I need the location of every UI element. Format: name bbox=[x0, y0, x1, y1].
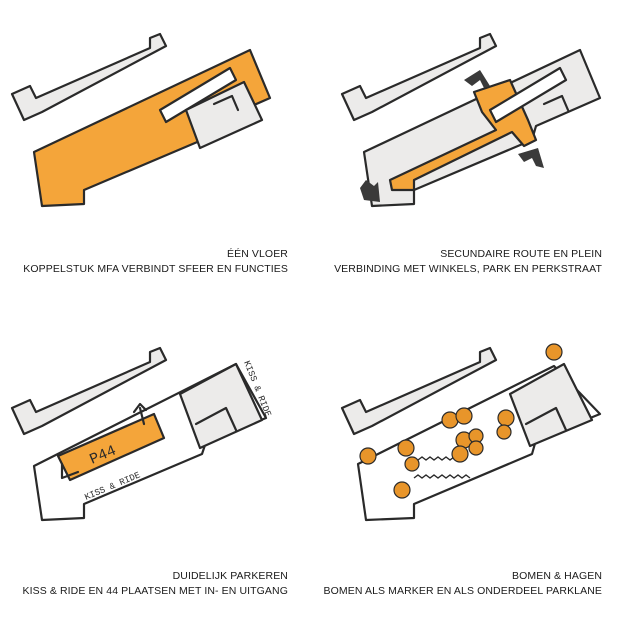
building-bar bbox=[488, 66, 568, 124]
exit-arrow-icon bbox=[132, 402, 148, 426]
entry-arrow-icon bbox=[60, 462, 80, 480]
caption-subtitle: VERBINDING MET WINKELS, PARK EN PERKSTRA… bbox=[334, 263, 602, 275]
tree bbox=[359, 447, 377, 465]
caption-title: DUIDELIJK PARKEREN bbox=[172, 570, 288, 582]
caption-subtitle: KOPPELSTUK MFA VERBINDT SFEER EN FUNCTIE… bbox=[23, 263, 288, 275]
caption-secundaire-route: SECUNDAIRE ROUTE EN PLEIN VERBINDING MET… bbox=[334, 247, 602, 277]
arrow-up-icon bbox=[464, 70, 490, 88]
panel-bomen-hagen: BOMEN & HAGEN BOMEN ALS MARKER EN ALS ON… bbox=[314, 314, 628, 628]
building-top-left bbox=[340, 32, 498, 122]
building-right-detail bbox=[212, 94, 240, 112]
tree bbox=[397, 439, 415, 457]
caption-subtitle: KISS & RIDE EN 44 PLAATSEN MET IN- EN UI… bbox=[22, 585, 288, 597]
kiss-ride-label: KISS & RIDE bbox=[83, 470, 142, 502]
tree bbox=[497, 409, 515, 427]
caption-duidelijk-parkeren: DUIDELIJK PARKEREN KISS & RIDE EN 44 PLA… bbox=[22, 569, 288, 599]
building-right-block bbox=[508, 362, 594, 448]
sketch-bomen-hagen bbox=[340, 343, 602, 522]
building-right-detail bbox=[194, 406, 238, 432]
caption-een-vloer: ÉÉN VLOER KOPPELSTUK MFA VERBINDT SFEER … bbox=[23, 247, 288, 277]
sketch-secundaire-route bbox=[340, 32, 602, 208]
tree bbox=[468, 440, 484, 456]
building-right-block bbox=[178, 362, 264, 450]
parking-area bbox=[56, 412, 166, 482]
trees bbox=[359, 343, 563, 499]
panel-een-vloer: ÉÉN VLOER KOPPELSTUK MFA VERBINDT SFEER … bbox=[0, 0, 314, 314]
hedge-2 bbox=[413, 474, 471, 479]
tree bbox=[455, 407, 473, 425]
building-right-block bbox=[184, 80, 264, 150]
tree bbox=[451, 445, 469, 463]
panel-duidelijk-parkeren: P44 KISS & RIDE KISS & RIDE DUIDELIJK PA… bbox=[0, 314, 314, 628]
tree bbox=[545, 343, 563, 361]
caption-title: BOMEN & HAGEN bbox=[512, 570, 602, 582]
caption-bomen-hagen: BOMEN & HAGEN BOMEN ALS MARKER EN ALS ON… bbox=[324, 569, 602, 599]
tree bbox=[404, 456, 420, 472]
building-top-left bbox=[10, 346, 168, 436]
site-outline bbox=[32, 362, 268, 522]
building-right-detail bbox=[524, 406, 568, 432]
tree bbox=[496, 424, 512, 440]
sketch-duidelijk-parkeren: P44 KISS & RIDE KISS & RIDE bbox=[10, 346, 273, 522]
tree bbox=[393, 481, 411, 499]
sketch-een-vloer bbox=[10, 32, 272, 208]
caption-subtitle: BOMEN ALS MARKER EN ALS ONDERDEEL PARKLA… bbox=[323, 585, 602, 597]
caption-title: ÉÉN VLOER bbox=[226, 248, 288, 260]
building-top-left bbox=[340, 346, 498, 436]
building-top-left bbox=[10, 32, 168, 122]
building-bar bbox=[158, 66, 238, 124]
arrow-down-left-icon bbox=[360, 180, 380, 202]
caption-title: SECUNDAIRE ROUTE EN PLEIN bbox=[440, 248, 602, 260]
building-right-detail bbox=[542, 94, 570, 112]
panel-secundaire-route: SECUNDAIRE ROUTE EN PLEIN VERBINDING MET… bbox=[314, 0, 628, 314]
arrow-down-right-icon bbox=[518, 148, 544, 168]
